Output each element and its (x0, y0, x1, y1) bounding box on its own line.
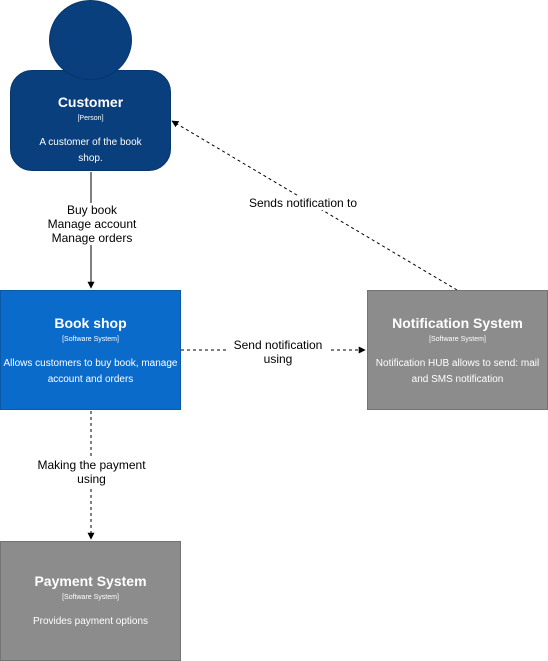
payment-system-description: Provides payment options (32, 616, 149, 627)
customer-type: [Person] (77, 115, 104, 122)
book-shop-system[interactable]: Book shop [Software System] Allows custo… (0, 290, 181, 410)
book-shop-name: Book shop (54, 315, 127, 331)
notification-system[interactable]: Notification System [Software System] No… (367, 290, 548, 410)
notification-system-type: [Software System] (429, 336, 486, 343)
edge-label-line: Send notification (233, 338, 323, 352)
edge-label-customer-to-book-shop: Buy book Manage account Manage orders (44, 203, 140, 245)
customer-head-icon (49, 0, 132, 80)
edge-label-line: Manage account (47, 217, 137, 231)
edge-label-notification-to-customer: Sends notification to (246, 196, 360, 210)
edge-label-line: Making the payment (37, 458, 146, 472)
customer-name: Customer (57, 94, 124, 110)
payment-system-type: [Software System] (62, 594, 119, 601)
edge-label-line: Buy book (66, 203, 118, 217)
edge-label-line: using (263, 352, 293, 366)
book-shop-type: [Software System] (62, 336, 119, 343)
edge-label-line: Sends notification to (248, 196, 358, 210)
edge-label-book-shop-to-notification: Send notification using (226, 338, 330, 366)
notification-system-description: Notification HUB allows to send: mail an… (375, 358, 540, 385)
book-shop-description: Allows customers to buy book, manage acc… (3, 358, 178, 385)
notification-system-name: Notification System (392, 315, 523, 331)
edge-label-book-shop-to-payment: Making the payment using (34, 458, 149, 486)
customer-person[interactable]: Customer [Person] A customer of the book… (10, 70, 171, 171)
edge-label-line: Manage orders (51, 231, 133, 245)
customer-description: A customer of the book shop. (39, 137, 142, 164)
payment-system[interactable]: Payment System [Software System] Provide… (0, 541, 181, 661)
payment-system-name: Payment System (34, 573, 147, 589)
edge-label-line: using (77, 472, 106, 486)
